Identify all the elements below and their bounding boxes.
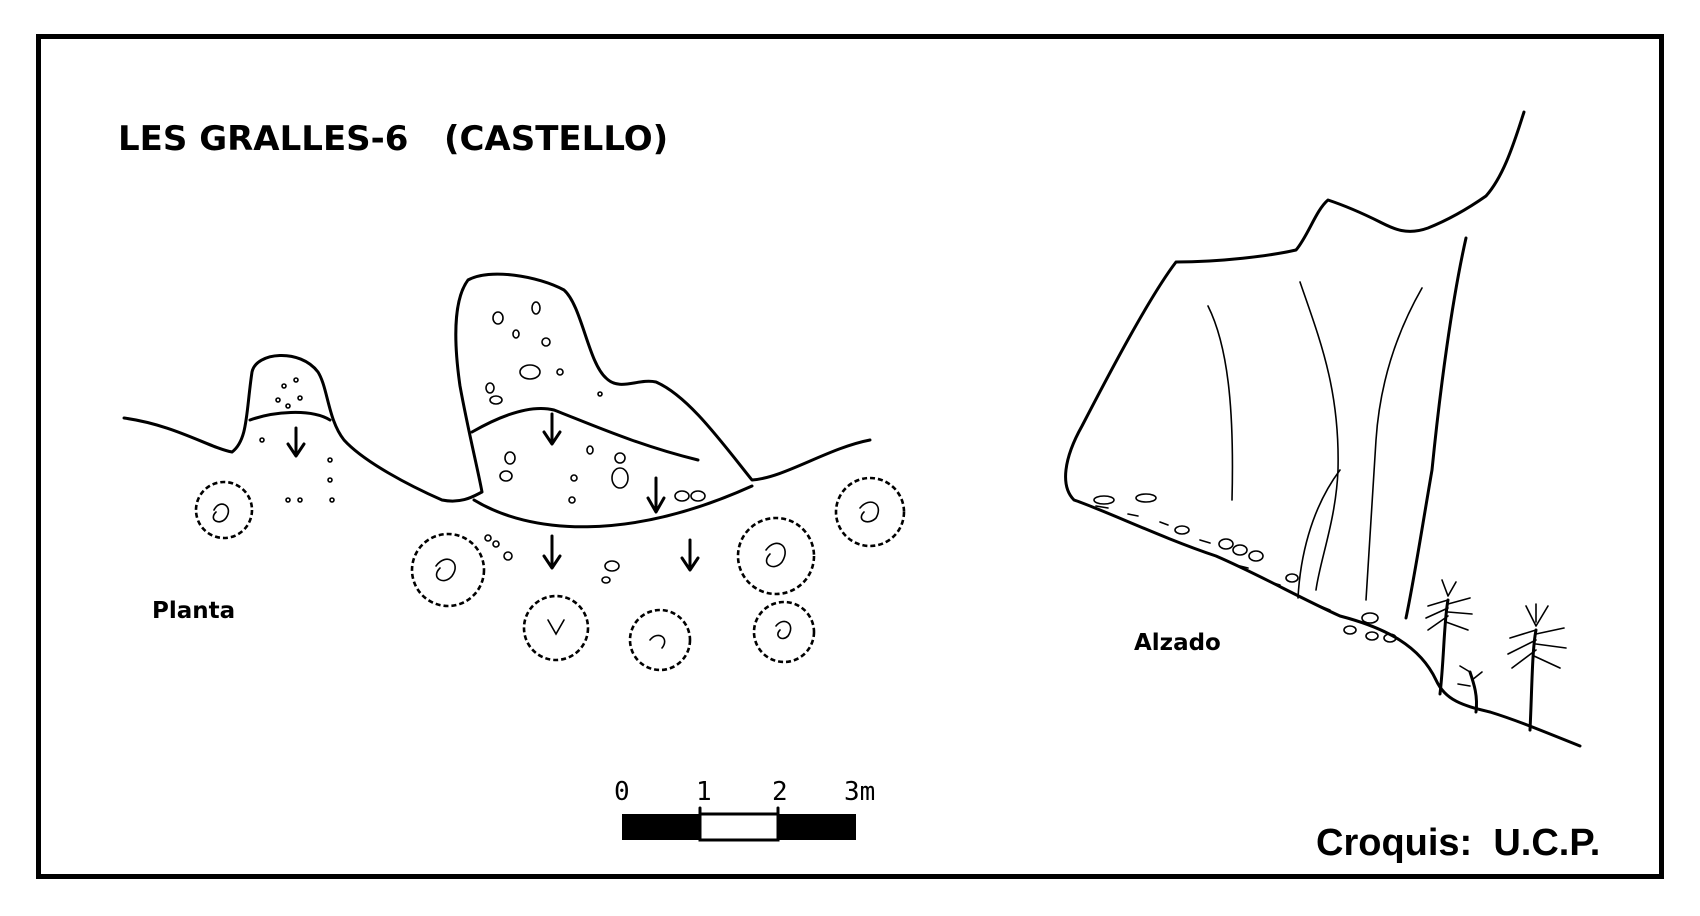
plan-debris xyxy=(259,301,706,584)
elevation-label: Alzado xyxy=(1134,630,1221,656)
sketch-title: LES GRALLES-6 (CASTELLO) xyxy=(118,119,668,159)
scale-tick-2: 2 xyxy=(772,777,788,807)
plan-label: Planta xyxy=(152,598,235,624)
drawing-frame xyxy=(36,34,1664,879)
slope-arrows xyxy=(286,412,700,572)
credit-text: Croquis: U.C.P. xyxy=(1316,822,1600,864)
scale-tick-3: 3m xyxy=(844,777,875,807)
plan-view: Planta xyxy=(122,272,906,672)
plan-outline xyxy=(122,272,872,503)
elevation-view: Alzado xyxy=(1064,110,1582,748)
scale-tick-1: 1 xyxy=(696,777,712,807)
plan-chamber-floor xyxy=(470,406,700,462)
elevation-cliff-outline xyxy=(1064,110,1582,748)
elevation-overhang xyxy=(1404,236,1468,620)
elevation-rock-fractures xyxy=(1207,281,1423,601)
elevation-vegetation xyxy=(1425,579,1567,732)
plan-alcove-floor xyxy=(248,411,332,422)
plan-chamber-edge xyxy=(472,484,754,529)
elevation-debris xyxy=(1093,493,1397,643)
scale-bar: 0 1 2 3m xyxy=(614,777,875,842)
scale-tick-0: 0 xyxy=(614,777,630,807)
plan-vegetation xyxy=(194,476,906,672)
